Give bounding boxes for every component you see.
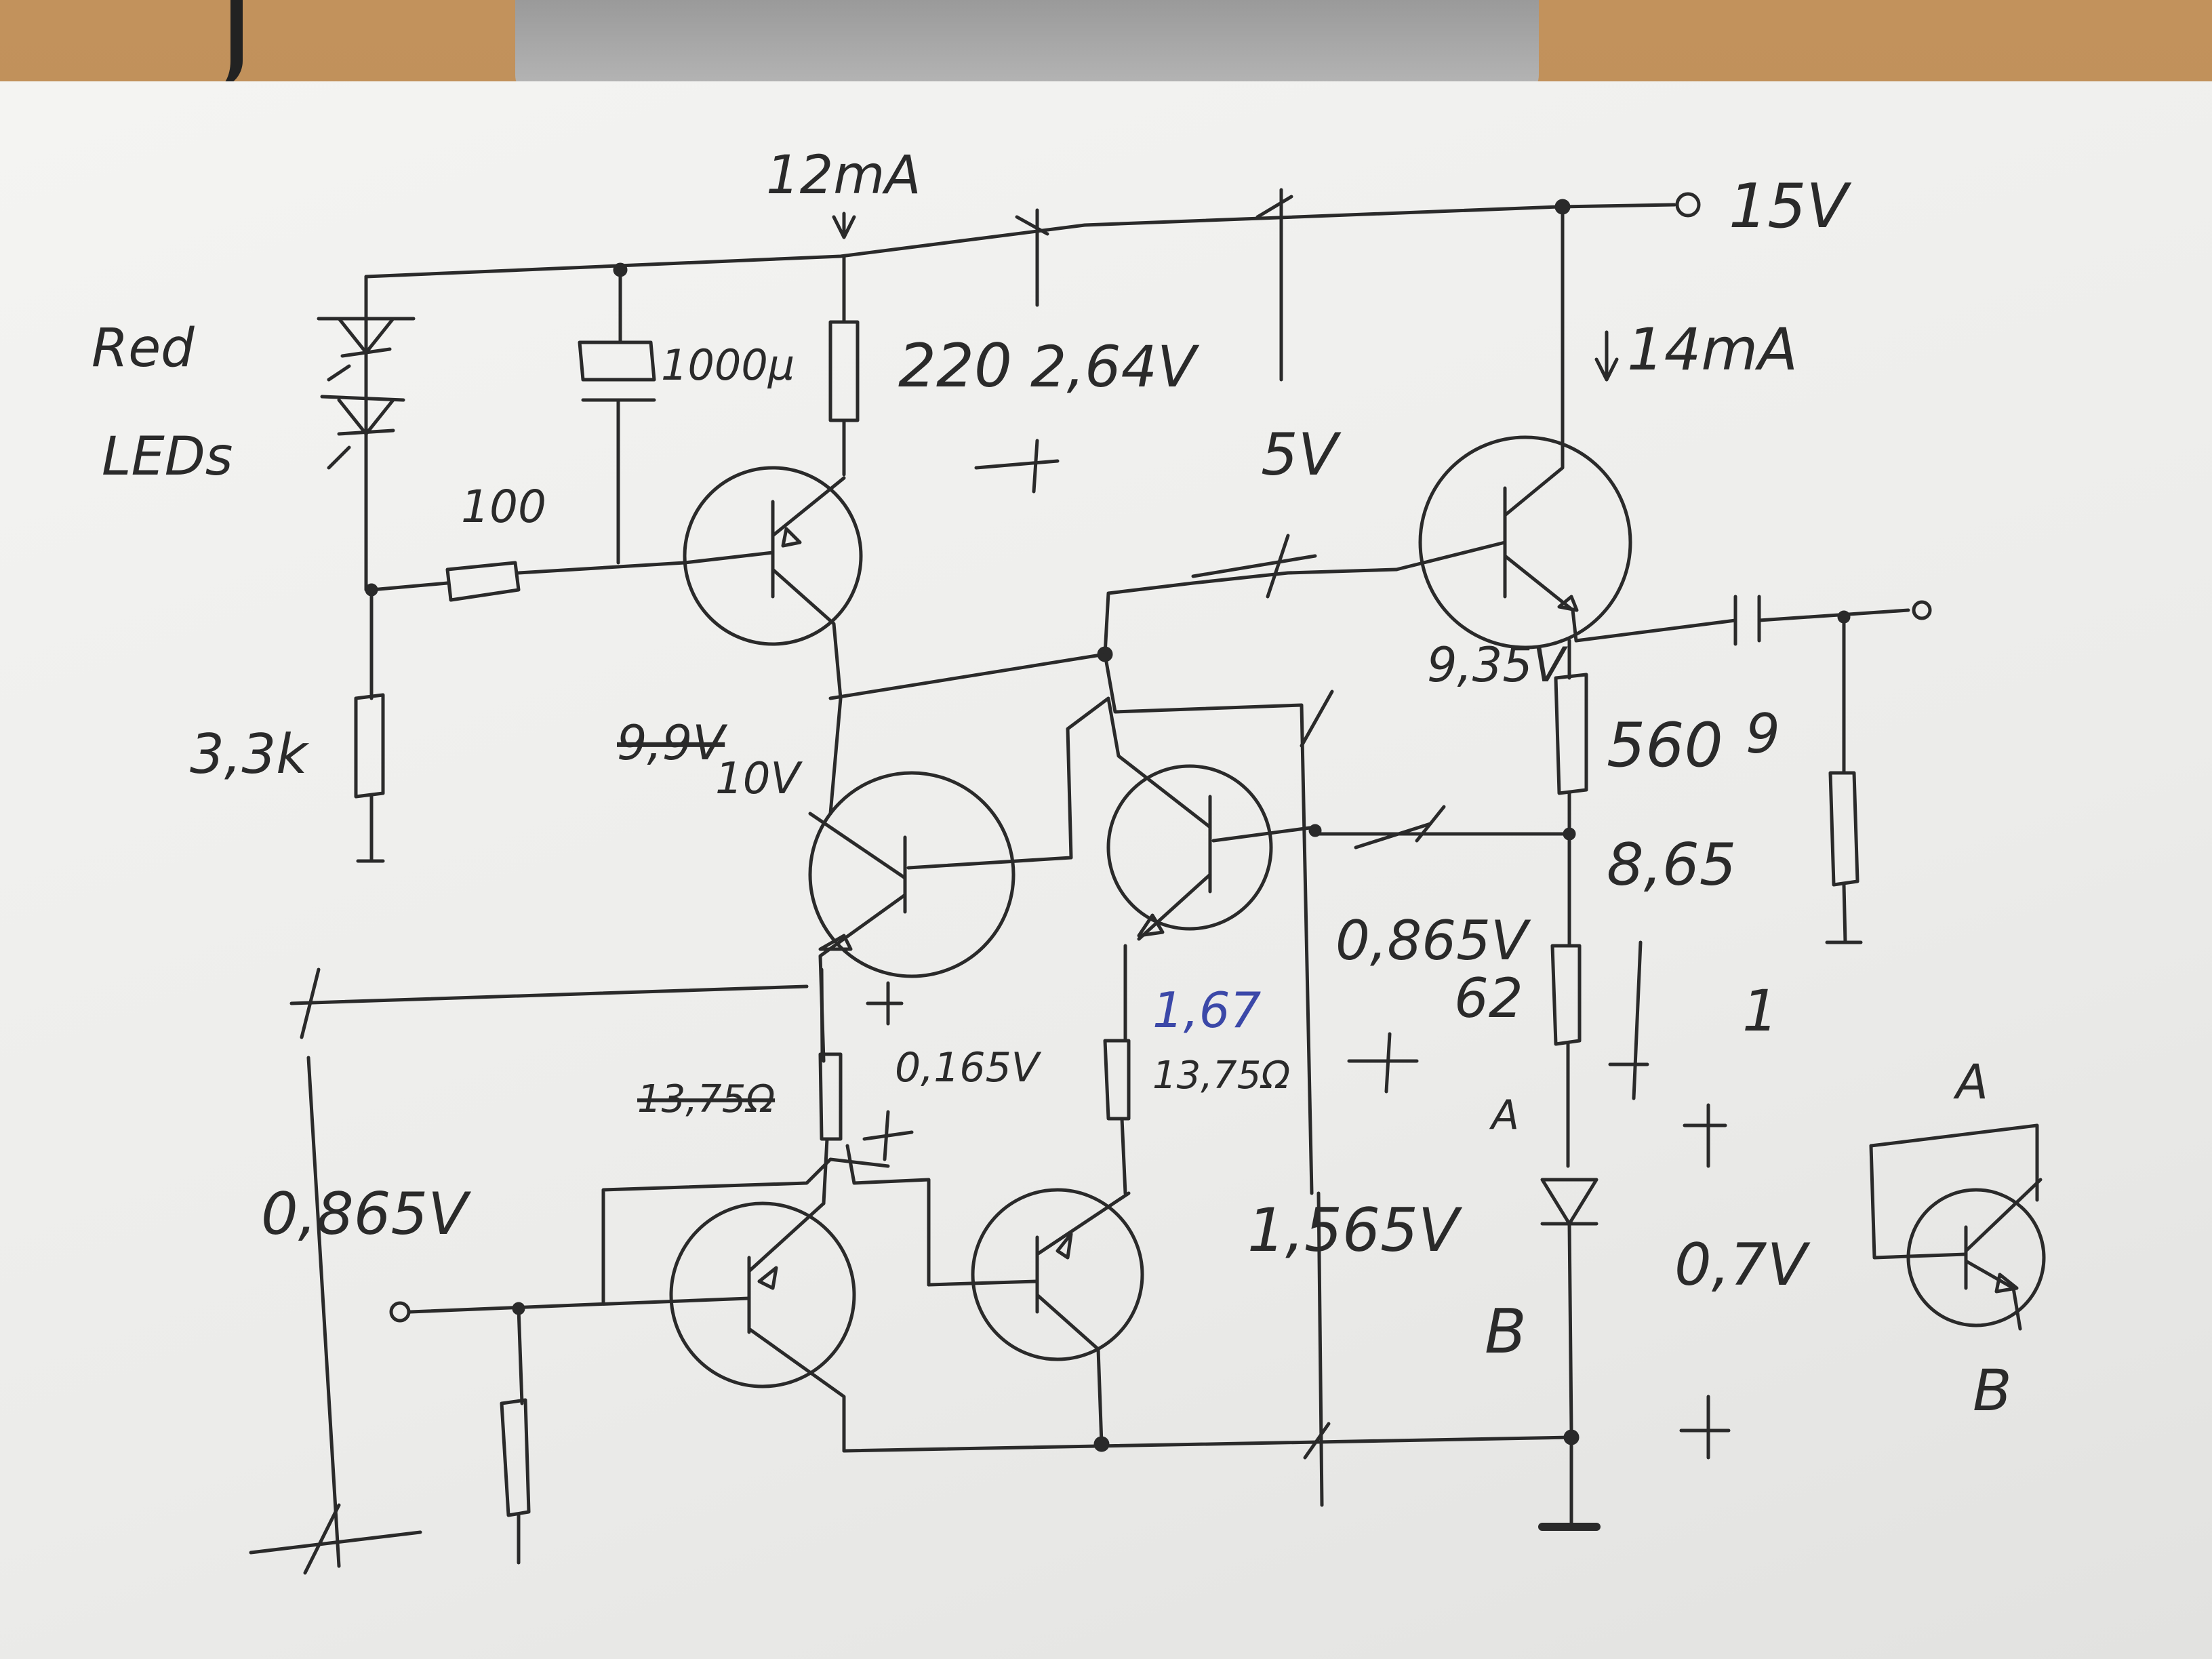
v0865-left-label: 0,865V xyxy=(261,1180,471,1248)
a-small-label: A xyxy=(1489,1092,1519,1139)
r1375-right-label: 13,75Ω xyxy=(1152,1054,1290,1098)
current-14ma-label: 14mA xyxy=(1627,316,1798,384)
resistor-220 xyxy=(828,254,860,477)
r1375-left-label: 13,75Ω xyxy=(637,1077,775,1121)
capacitor-1000u xyxy=(578,268,656,565)
led-string xyxy=(317,275,416,597)
inset-transistor-symbol xyxy=(1869,1123,2046,1331)
red-leds-label-2: LEDs xyxy=(102,426,233,487)
input-terminal xyxy=(389,1301,411,1323)
cable xyxy=(203,0,243,88)
scribble-lines xyxy=(249,967,809,1575)
inset-b-label: B xyxy=(1973,1357,2012,1424)
resistor-13r75-right xyxy=(1103,944,1131,1195)
resistor-100 xyxy=(369,561,687,602)
v5-label: 5V xyxy=(1261,421,1342,489)
input-stage xyxy=(389,1301,578,1565)
one-label: 1 xyxy=(1742,978,1778,1044)
nine-label: 9 xyxy=(1746,702,1780,765)
v167-label: 1,67 xyxy=(1152,982,1262,1039)
output-coupling xyxy=(1574,595,1932,944)
v10-label: 10V xyxy=(715,754,803,804)
ground-rail xyxy=(842,1191,1573,1507)
v07-label: 0,7V xyxy=(1674,1231,1811,1299)
transistor-q3 xyxy=(808,771,1015,1063)
transistor-q5 xyxy=(574,1157,890,1453)
supply-15v-label: 15V xyxy=(1729,171,1852,242)
current-12ma-label: 12mA xyxy=(766,145,921,206)
r560-label: 560 xyxy=(1607,710,1723,781)
supply-terminal xyxy=(1675,192,1701,218)
v935-label: 9,35V xyxy=(1427,637,1568,693)
transistor-q1 xyxy=(683,466,863,700)
transistor-q4 xyxy=(906,696,1571,941)
v0165-label: 0,165V xyxy=(895,1044,1042,1092)
resistor-3k3 xyxy=(354,588,385,863)
v0865-right-label: 0,865V xyxy=(1335,909,1531,972)
red-leds-label-1: Red xyxy=(92,318,195,379)
b-big-label: B xyxy=(1485,1296,1527,1367)
r62-label: 62 xyxy=(1454,967,1523,1030)
resistor-13r75-left xyxy=(818,967,843,1205)
v865-label: 8,65 xyxy=(1607,831,1736,899)
right-resistor-chain xyxy=(1538,639,1601,1531)
inset-a-label: A xyxy=(1953,1054,1988,1110)
transistor-q2 xyxy=(1394,205,1632,649)
transistor-q6 xyxy=(845,1144,1144,1446)
v9v-crossed-label: 9,9V xyxy=(617,715,727,771)
r220-label: 220 xyxy=(898,331,1012,401)
cap-1000u-label: 1000µ xyxy=(661,340,795,390)
v264-label: 2,64V xyxy=(1030,334,1200,400)
r33k-label: 3,3k xyxy=(190,723,309,786)
supply-rail xyxy=(364,192,1701,279)
paper-sheet xyxy=(0,81,2212,1659)
current-arrows xyxy=(832,212,1619,382)
v1565-label: 1,565V xyxy=(1247,1195,1463,1265)
r100-label: 100 xyxy=(461,481,546,533)
middle-wiring xyxy=(828,567,1399,1195)
